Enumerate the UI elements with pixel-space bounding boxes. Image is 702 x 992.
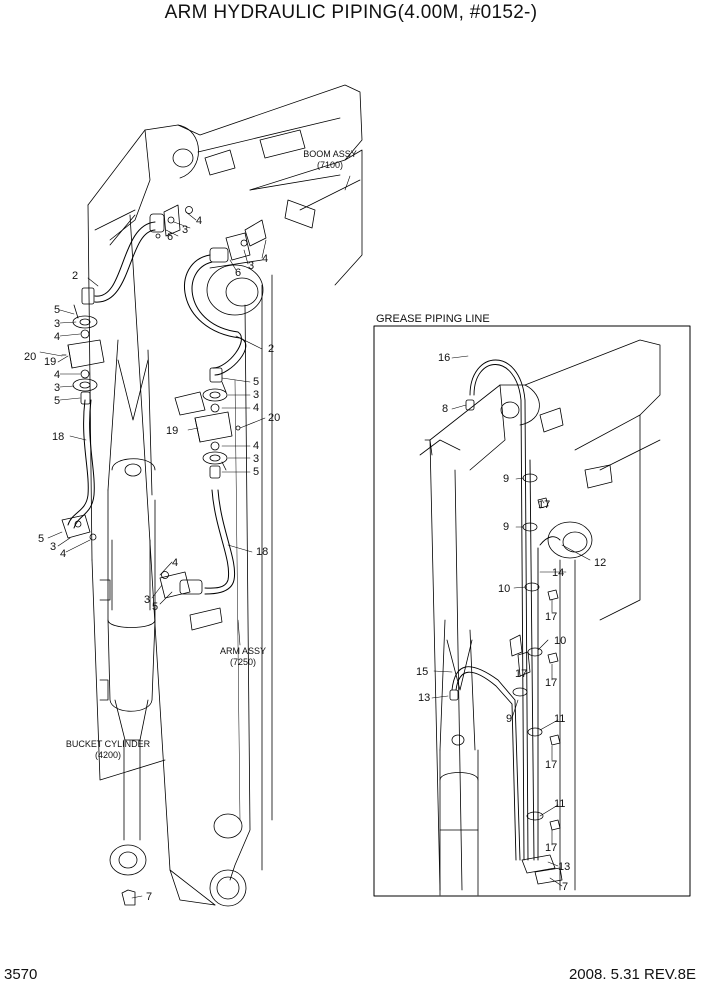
- callout-9: 9: [503, 521, 509, 533]
- page-title: ARM HYDRAULIC PIPING(4.00M, #0152-): [164, 2, 538, 23]
- grease-inset: [373, 325, 691, 897]
- callout-6: 6: [235, 267, 241, 279]
- callout-15: 15: [416, 666, 428, 678]
- callout-5: 5: [253, 376, 259, 388]
- callout-4: 4: [172, 557, 178, 569]
- arm-assy-number: (7250): [230, 657, 256, 667]
- callout-17: 17: [545, 677, 557, 689]
- callout-3: 3: [253, 389, 259, 401]
- page-number: 3570: [4, 966, 38, 983]
- hose-right: [184, 254, 247, 595]
- callout-3: 3: [144, 594, 150, 606]
- callout-17: 17: [545, 759, 557, 771]
- bucket-cylinder: [99, 339, 156, 906]
- callout-4: 4: [253, 440, 259, 452]
- callout-5: 5: [253, 466, 259, 478]
- callout-3: 3: [248, 260, 254, 272]
- callout-2: 2: [268, 343, 274, 355]
- callout-13: 13: [558, 861, 570, 873]
- boom-assy-label: BOOM ASSY: [303, 149, 357, 159]
- leader-lines-main: [39, 175, 351, 899]
- diagram-text: BOOM ASSY (7100) ARM ASSY (7250) BUCKET …: [24, 149, 606, 903]
- callout-16: 16: [438, 352, 450, 364]
- callout-11: 11: [554, 798, 565, 810]
- callout-9: 9: [503, 473, 509, 485]
- callout-10: 10: [498, 583, 510, 595]
- callout-5: 5: [152, 601, 158, 613]
- callout-5: 5: [38, 533, 44, 545]
- bucket-cylinder-label: BUCKET CYLINDER: [66, 739, 151, 749]
- callout-11: 11: [554, 713, 565, 725]
- callout-10: 10: [554, 635, 566, 647]
- callout-3: 3: [54, 382, 60, 394]
- callout-3: 3: [182, 224, 188, 236]
- callout-7: 7: [146, 891, 152, 903]
- callout-7: 7: [562, 881, 568, 893]
- boom-assy-number: (7100): [317, 160, 343, 170]
- callout-3: 3: [253, 453, 259, 465]
- callout-17: 17: [538, 499, 550, 511]
- grease-piping-line-label: GREASE PIPING LINE: [376, 313, 490, 325]
- callout-13: 13: [418, 692, 430, 704]
- callout-14: 14: [552, 567, 564, 579]
- callout-8: 8: [442, 403, 448, 415]
- fittings-left: [61, 204, 193, 541]
- callout-6: 6: [167, 231, 173, 243]
- callout-4: 4: [262, 253, 268, 265]
- callout-4: 4: [253, 402, 259, 414]
- callout-20: 20: [268, 412, 280, 424]
- callout-19: 19: [166, 425, 178, 437]
- callout-18: 18: [52, 431, 64, 443]
- callout-20: 20: [24, 351, 36, 363]
- callout-18: 18: [256, 546, 268, 558]
- callout-17: 17: [515, 668, 527, 680]
- callout-17: 17: [545, 842, 557, 854]
- callout-12: 12: [594, 557, 606, 569]
- callout-3: 3: [54, 318, 60, 330]
- callout-4: 4: [196, 215, 202, 227]
- callout-17: 17: [545, 611, 557, 623]
- callout-3: 3: [50, 541, 56, 553]
- callout-19: 19: [44, 356, 56, 368]
- arm-assy-label: ARM ASSY: [220, 646, 266, 656]
- callout-4: 4: [54, 331, 60, 343]
- callout-9: 9: [506, 713, 512, 725]
- bucket-cylinder-number: (4200): [95, 750, 121, 760]
- callout-5: 5: [54, 395, 60, 407]
- callout-4: 4: [54, 369, 60, 381]
- callout-4: 4: [60, 548, 66, 560]
- hose-left: [67, 221, 156, 529]
- fittings-right: [159, 219, 267, 631]
- callout-5: 5: [54, 304, 60, 316]
- revision-date: 2008. 5.31 REV.8E: [568, 966, 696, 983]
- arm-structure: [87, 84, 363, 907]
- callout-2: 2: [72, 270, 78, 282]
